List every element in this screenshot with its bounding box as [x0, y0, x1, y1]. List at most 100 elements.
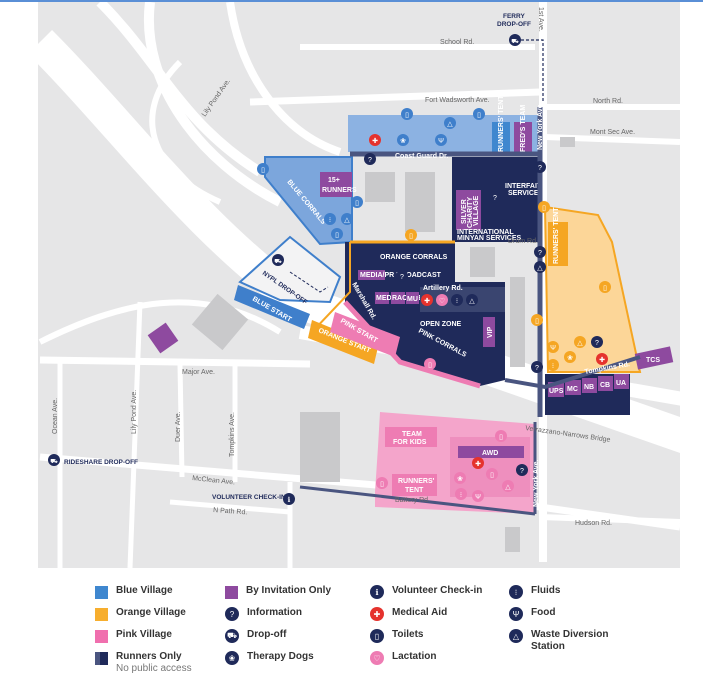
toilet-icon[interactable]: ▯ — [401, 108, 413, 120]
legend-label: Medical Aid — [392, 607, 448, 618]
legend-label: Runners Only — [116, 651, 182, 662]
svg-text:♡: ♡ — [439, 297, 445, 305]
mont-sec-label: Mont Sec Ave. — [590, 129, 635, 136]
info-icon[interactable]: ? — [591, 336, 603, 348]
svg-text:⛟: ⛟ — [511, 39, 519, 45]
new-york-ave-label-2: New York Ave. — [533, 459, 540, 507]
legend-therapy-dogs: ❀Therapy Dogs — [225, 651, 314, 665]
orange-swatch — [95, 608, 108, 621]
ferry-label-2: DROP-OFF — [497, 21, 531, 28]
open-zone-label: OPEN ZONE — [420, 321, 462, 328]
svg-text:▯: ▯ — [490, 472, 494, 479]
recycle-icon[interactable]: △ — [444, 117, 456, 129]
paw-icon[interactable]: ❀ — [454, 472, 466, 484]
toilet-icon[interactable]: ▯ — [424, 358, 436, 370]
medical-icon[interactable]: ✚ — [369, 134, 381, 146]
medical-icon[interactable]: ✚ — [421, 294, 433, 306]
recycle-icon[interactable]: △ — [341, 213, 353, 225]
toilet-icon[interactable]: ▯ — [538, 201, 550, 213]
svg-text:?: ? — [400, 274, 404, 281]
fluids-icon[interactable]: ⁝ — [324, 213, 336, 225]
blue-swatch — [95, 586, 108, 599]
legend-label: Fluids — [531, 585, 561, 596]
map-canvas[interactable]: RUNNERS' TENT FRED'S TEAM 15+ RUNNERS BL… — [0, 2, 703, 572]
sponsor-cb: CB — [600, 382, 610, 389]
svg-text:▯: ▯ — [335, 232, 339, 239]
toilet-icon[interactable]: ▯ — [351, 196, 363, 208]
svg-text:⁝: ⁝ — [552, 363, 554, 370]
recycle-icon[interactable]: △ — [502, 480, 514, 492]
toilet-icon[interactable]: ▯ — [531, 314, 543, 326]
drum-rd-label: Drum Rd. — [508, 238, 538, 245]
svg-text:△: △ — [447, 121, 453, 128]
hudson-rd-label: Hudson Rd. — [575, 520, 612, 527]
info-icon[interactable]: ? — [531, 361, 543, 373]
medical-icon: ✚ — [370, 607, 384, 621]
fluids-icon[interactable]: ⁝ — [455, 488, 467, 500]
blue-village[interactable]: RUNNERS' TENT FRED'S TEAM 15+ RUNNERS BL… — [264, 95, 540, 246]
legend-label: Pink Village — [116, 629, 172, 640]
fluids-icon[interactable]: ⁝ — [547, 359, 559, 371]
info-icon[interactable]: ? — [516, 464, 528, 476]
legend-label: By Invitation Only — [246, 585, 332, 596]
volunteer-checkin-label: VOLUNTEER CHECK-IN — [212, 494, 286, 501]
info-icon[interactable]: ? — [396, 270, 408, 282]
legend-blue-village: Blue Village — [95, 585, 173, 599]
svg-text:❀: ❀ — [457, 476, 463, 483]
paw-icon: ❀ — [225, 651, 239, 665]
toilet-icon[interactable]: ▯ — [486, 468, 498, 480]
svg-text:△: △ — [577, 340, 583, 347]
navy-swatch — [95, 652, 108, 665]
interfaith-label-2: SERVICES — [508, 190, 544, 197]
legend-label: Orange Village — [116, 607, 186, 618]
info-icon[interactable]: ? — [534, 246, 546, 258]
recycle-icon: △ — [509, 629, 523, 643]
duer-ave-label: Duer Ave. — [175, 411, 182, 442]
pink-village[interactable]: TEAM FOR KIDS AWD RUNNERS' TENT — [375, 412, 535, 514]
paw-icon[interactable]: ❀ — [564, 351, 576, 363]
drop-off-icon[interactable]: ⛟ — [509, 34, 521, 46]
info-icon[interactable]: ? — [489, 191, 501, 203]
toilet-icon[interactable]: ▯ — [473, 108, 485, 120]
food-icon[interactable]: Ψ — [435, 134, 447, 146]
svg-text:?: ? — [595, 340, 599, 347]
info-icon[interactable]: ? — [364, 153, 376, 165]
recycle-icon[interactable]: △ — [466, 294, 478, 306]
school-rd-label: School Rd. — [440, 39, 474, 46]
toilet-icon[interactable]: ▯ — [495, 430, 507, 442]
sponsor-ups: UPS — [549, 388, 564, 395]
svg-text:✚: ✚ — [475, 460, 481, 468]
freds-team-label: FRED'S TEAM — [520, 105, 527, 152]
medical-icon[interactable]: ✚ — [472, 457, 484, 469]
medical-icon[interactable]: ✚ — [596, 353, 608, 365]
fluids-icon[interactable]: ⁝ — [451, 294, 463, 306]
svg-text:△: △ — [469, 298, 475, 305]
info-icon[interactable]: ? — [534, 161, 546, 173]
food-icon[interactable]: Ψ — [472, 490, 484, 502]
drop-off-icon[interactable]: ⛟ — [48, 454, 60, 466]
sponsor-tents: UPS MC NB CB UA TCS — [147, 322, 674, 397]
toilet-icon[interactable]: ▯ — [405, 229, 417, 241]
toilet-icon[interactable]: ▯ — [331, 228, 343, 240]
recycle-icon[interactable]: △ — [574, 336, 586, 348]
lactation-icon[interactable]: ♡ — [436, 294, 448, 306]
drop-off-icon[interactable]: ⛟ — [272, 254, 284, 266]
svg-text:⁝: ⁝ — [460, 492, 462, 499]
toilet-icon[interactable]: ▯ — [376, 477, 388, 489]
runners-tent-pink-label-1: RUNNERS' — [398, 478, 435, 485]
recycle-icon[interactable]: △ — [534, 261, 546, 273]
north-rd-label: North Rd. — [593, 98, 623, 105]
toilet-icon[interactable]: ▯ — [257, 163, 269, 175]
paw-icon[interactable]: ❀ — [397, 134, 409, 146]
svg-text:⁝: ⁝ — [456, 298, 458, 305]
drop-off-icon: ⛟ — [225, 629, 239, 643]
food-icon[interactable]: Ψ — [547, 341, 559, 353]
svg-text:?: ? — [538, 165, 542, 172]
tcs-label: TCS — [646, 357, 660, 364]
svg-text:▯: ▯ — [409, 233, 413, 240]
svg-text:▯: ▯ — [261, 167, 265, 174]
toilet-icon[interactable]: ▯ — [599, 281, 611, 293]
svg-text:✚: ✚ — [424, 297, 430, 305]
volunteer-icon[interactable]: ℹ — [283, 493, 295, 505]
